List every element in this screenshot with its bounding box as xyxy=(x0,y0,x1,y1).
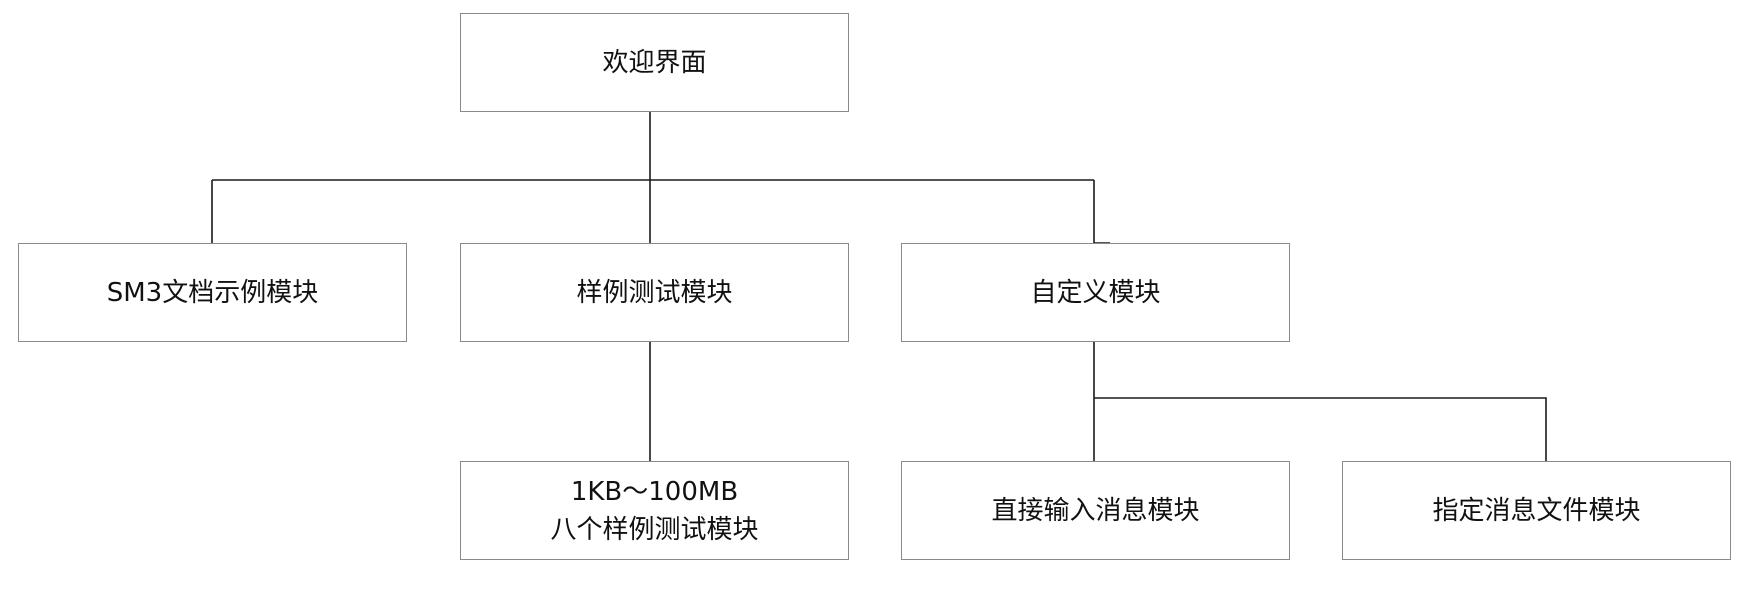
direct-input-node: 直接输入消息模块 xyxy=(901,461,1290,560)
message-file-label: 指定消息文件模块 xyxy=(1432,495,1641,526)
welcome-screen-node: 欢迎界面 xyxy=(460,13,849,112)
message-file-node: 指定消息文件模块 xyxy=(1342,461,1731,560)
direct-input-label: 直接输入消息模块 xyxy=(991,495,1200,526)
connector-welcome-to-modules xyxy=(211,112,1110,244)
eight-samples-title-label: 八个样例测试模块 xyxy=(550,514,759,545)
custom-module-label: 自定义模块 xyxy=(1030,277,1161,308)
connector-custom-to-children xyxy=(1093,342,1547,461)
sm3-doc-example-label: SM3文档示例模块 xyxy=(106,277,319,308)
sample-test-label: 样例测试模块 xyxy=(576,277,733,308)
welcome-screen-label: 欢迎界面 xyxy=(602,47,707,78)
custom-module-node: 自定义模块 xyxy=(901,243,1290,342)
eight-samples-node: 1KB～100MB 八个样例测试模块 xyxy=(460,461,849,560)
sm3-doc-example-node: SM3文档示例模块 xyxy=(18,243,407,342)
sample-test-node: 样例测试模块 xyxy=(460,243,849,342)
eight-samples-range-label: 1KB～100MB xyxy=(570,476,739,507)
